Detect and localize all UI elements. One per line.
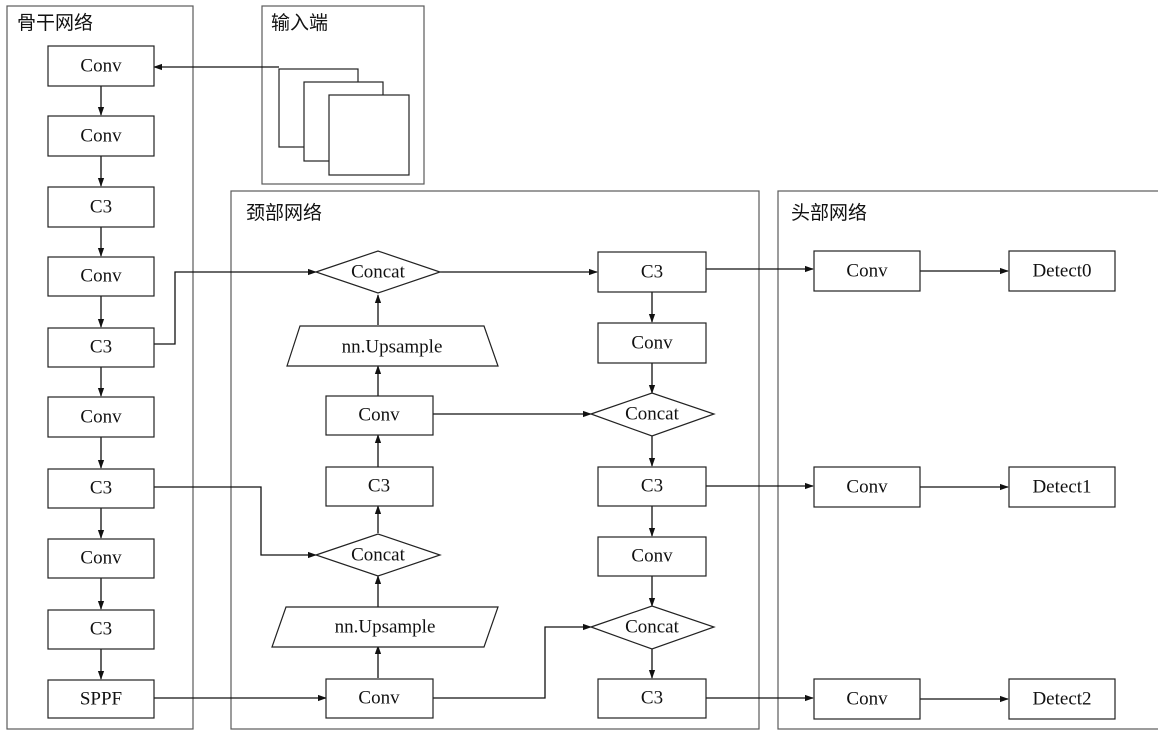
concat-diamond bbox=[314, 533, 442, 577]
backbone-node-label: SPPF bbox=[80, 689, 122, 710]
neck-node-label: Conv bbox=[358, 688, 400, 709]
neck-node-label: nn.Upsample bbox=[342, 337, 443, 358]
detect-box bbox=[1008, 250, 1116, 292]
concat-diamond bbox=[589, 605, 716, 650]
edges bbox=[97, 63, 1009, 703]
neck-node-label: Conv bbox=[358, 405, 400, 426]
neck-node-box bbox=[325, 466, 434, 507]
neck-title: 颈部网络 bbox=[246, 202, 322, 224]
backbone-node-box bbox=[47, 186, 155, 228]
detect-label: Detect2 bbox=[1032, 689, 1091, 710]
head-title: 头部网络 bbox=[791, 202, 867, 224]
neck-node-box bbox=[597, 678, 707, 719]
backbone-node-label: Conv bbox=[80, 266, 122, 287]
backbone-title: 骨干网络 bbox=[17, 12, 93, 34]
neck-node-label: C3 bbox=[368, 476, 390, 497]
backbone-node-label: C3 bbox=[90, 478, 112, 499]
neck-node-box bbox=[597, 251, 707, 293]
neck-node-box bbox=[597, 536, 707, 577]
neck-node-label: Conv bbox=[631, 333, 673, 354]
detect-label: Detect1 bbox=[1032, 477, 1091, 498]
backbone-nodes: Conv Conv C3 Conv C3 Conv C3 Conv C3 SPP… bbox=[47, 45, 155, 719]
upsample-parallelogram bbox=[271, 606, 499, 648]
backbone-node-label: Conv bbox=[80, 548, 122, 569]
backbone-node-box bbox=[47, 256, 155, 297]
backbone-node-box bbox=[47, 679, 155, 719]
neck-node-label: Conv bbox=[631, 546, 673, 567]
neck-node-label: Concat bbox=[351, 262, 406, 283]
head-conv-box bbox=[813, 678, 921, 720]
backbone-node-box bbox=[47, 396, 155, 438]
neck-node-box bbox=[325, 395, 434, 436]
upsample-parallelogram bbox=[286, 325, 499, 367]
backbone-node-label: C3 bbox=[90, 337, 112, 358]
detect-label: Detect0 bbox=[1032, 261, 1091, 282]
backbone-node-box bbox=[47, 45, 155, 87]
neck-node-label: Concat bbox=[625, 404, 680, 425]
head-node-label: Conv bbox=[846, 477, 888, 498]
input-title: 输入端 bbox=[271, 12, 328, 34]
backbone-node-label: C3 bbox=[90, 619, 112, 640]
neck-node-label: Concat bbox=[625, 617, 680, 638]
neck-node-box bbox=[597, 322, 707, 364]
backbone-node-box bbox=[47, 609, 155, 650]
concat-diamond bbox=[589, 392, 716, 437]
concat-diamond bbox=[314, 250, 442, 294]
backbone-node-box bbox=[47, 327, 155, 368]
neck-node-box bbox=[597, 466, 707, 507]
neck-right-column: C3 Conv Concat C3 Conv Concat C3 bbox=[589, 251, 716, 719]
edge-conv-to-bottom-concat bbox=[433, 623, 592, 699]
neck-node-label: C3 bbox=[641, 688, 663, 709]
backbone-node-label: Conv bbox=[80, 126, 122, 147]
backbone-node-label: Conv bbox=[80, 56, 122, 77]
backbone-node-box bbox=[47, 468, 155, 509]
backbone-node-label: Conv bbox=[80, 407, 122, 428]
backbone-node-box bbox=[47, 115, 155, 157]
detect-box bbox=[1008, 678, 1116, 720]
neck-node-label: C3 bbox=[641, 262, 663, 283]
neck-node-label: Concat bbox=[351, 545, 406, 566]
neck-node-label: nn.Upsample bbox=[335, 617, 436, 638]
head-nodes: Conv Conv Conv Detect0 Detect1 Detect2 bbox=[813, 250, 1116, 720]
neck-node-label: C3 bbox=[641, 476, 663, 497]
backbone-node-label: C3 bbox=[90, 197, 112, 218]
input-image-card bbox=[328, 94, 410, 176]
edge-c3-to-top-concat bbox=[154, 268, 317, 345]
backbone-node-box bbox=[47, 538, 155, 579]
neck-node-box bbox=[325, 678, 434, 719]
neck-left-column: Concat nn.Upsample Conv C3 Concat nn.Ups… bbox=[271, 250, 499, 719]
detect-box bbox=[1008, 466, 1116, 508]
head-node-label: Conv bbox=[846, 689, 888, 710]
head-conv-box bbox=[813, 250, 921, 292]
edge-c3-to-mid-concat bbox=[154, 486, 317, 559]
input-images-stack bbox=[278, 68, 410, 176]
head-conv-box bbox=[813, 466, 921, 508]
head-node-label: Conv bbox=[846, 261, 888, 282]
